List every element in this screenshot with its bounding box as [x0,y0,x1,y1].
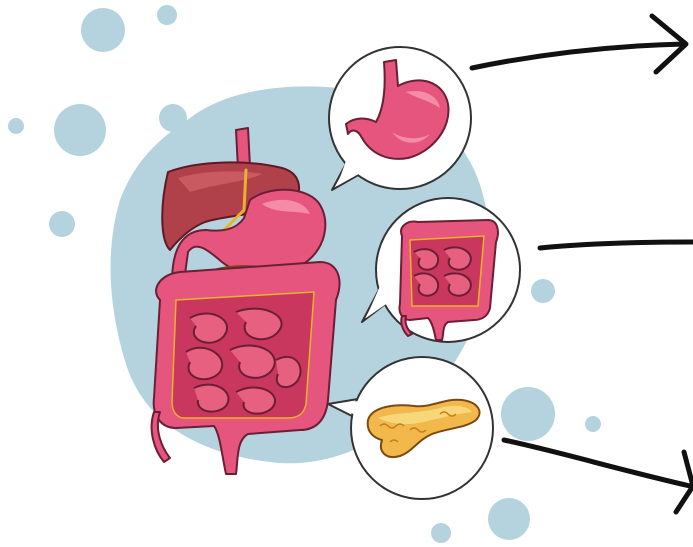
stomach-callout [329,47,471,190]
pancreas-arrow [504,440,693,512]
stomach-arrow [472,44,684,68]
arrow-icon [472,16,686,72]
intestines-arrow [540,242,693,248]
